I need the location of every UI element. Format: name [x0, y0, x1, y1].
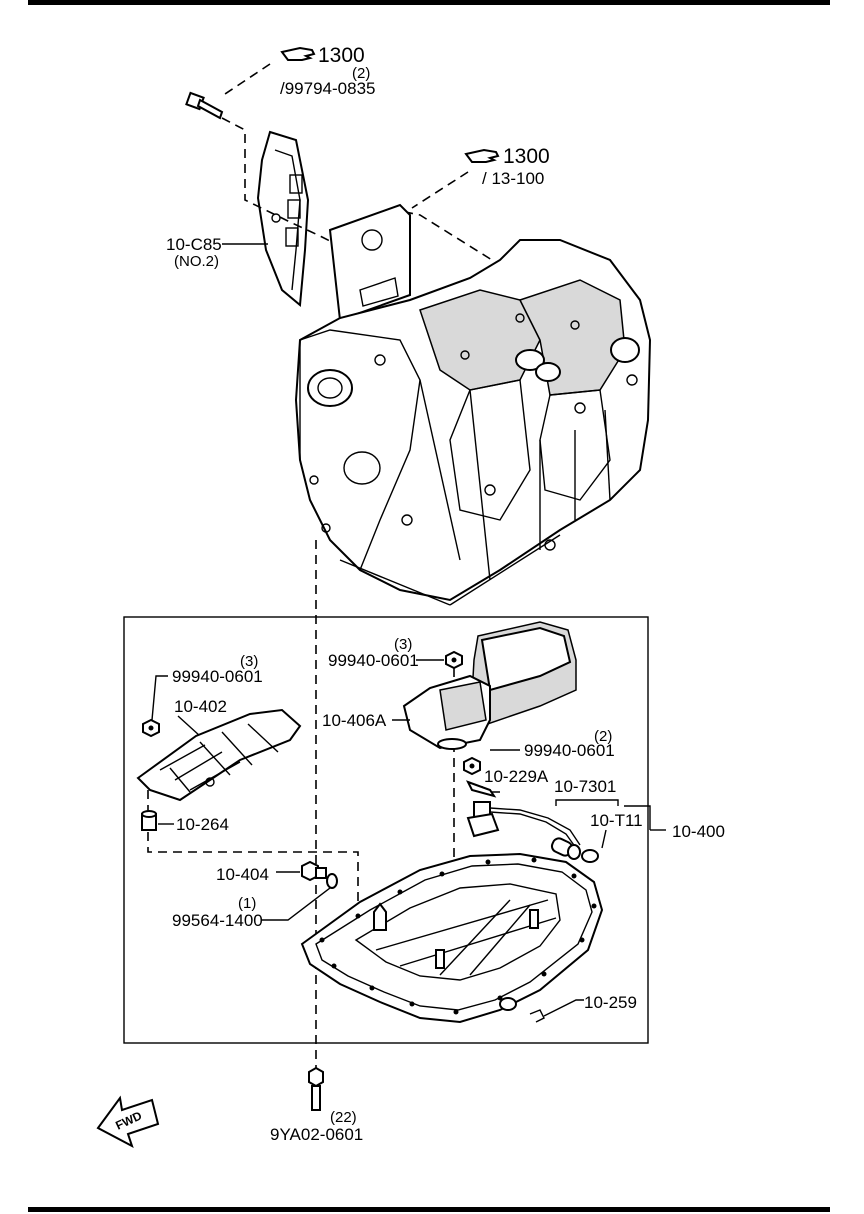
hose-clip	[529, 1009, 545, 1023]
top-border	[28, 0, 830, 5]
label-drain-plug: 10-404	[216, 865, 269, 884]
oil-strainer-cover	[402, 621, 577, 750]
o-ring	[581, 849, 599, 863]
hand-pointer-icon	[280, 46, 316, 61]
hand-pointer-icon	[464, 148, 500, 163]
ref-top-part: /99794-0835	[280, 79, 375, 98]
nut-left	[142, 718, 160, 738]
ref-top-qty: (2)	[352, 65, 370, 82]
oil-pan	[300, 852, 604, 1024]
pan-bolt	[308, 1066, 324, 1111]
ref-callout-mid[interactable]: 1300 / 13-100	[464, 145, 550, 188]
ref-mid-part: / 13-100	[482, 169, 544, 188]
nut-right	[463, 756, 481, 776]
label-cover: 10-C85	[166, 235, 222, 254]
label-nut-mid: 99940-0601	[328, 651, 419, 670]
ref-mid-group: 1300	[503, 145, 550, 168]
label-bolt-qty: (22)	[330, 1109, 357, 1126]
dowel-pin	[141, 810, 157, 831]
label-nut-right-qty: (2)	[594, 728, 612, 745]
baffle-plate	[136, 708, 302, 802]
engine-block	[294, 203, 652, 606]
label-oring: 10-T11	[590, 811, 643, 830]
label-cover-sub: (NO.2)	[174, 253, 219, 270]
sensor-bracket	[465, 780, 497, 798]
nut-mid	[445, 650, 463, 670]
label-washer-qty: (1)	[238, 895, 256, 912]
cover-bolt	[185, 91, 224, 120]
ref-top-group: 1300	[318, 44, 365, 67]
oil-pan-group-frame	[123, 616, 649, 1044]
drain-plug	[301, 860, 327, 882]
label-strainer: 10-406A	[322, 711, 387, 730]
label-oil-pan-group: 10-400	[672, 822, 725, 841]
ref-callout-top[interactable]: 1300 (2) /99794-0835	[280, 44, 375, 98]
label-bracket: 10-229A	[484, 767, 549, 786]
label-washer: 99564-1400	[172, 911, 263, 930]
label-sensor: 10-7301	[554, 777, 616, 796]
label-clip: 10-259	[584, 993, 637, 1012]
label-nut-right: 99940-0601	[524, 741, 615, 760]
label-nut-left-qty: (3)	[240, 653, 258, 670]
oil-level-sensor	[466, 801, 581, 860]
label-nut-mid-qty: (3)	[394, 636, 412, 653]
label-dowel: 10-264	[176, 815, 229, 834]
fwd-arrow-icon: FWD	[96, 1095, 160, 1149]
label-nut-left: 99940-0601	[172, 667, 263, 686]
label-bolt: 9YA02-0601	[270, 1125, 363, 1144]
washer	[326, 873, 338, 889]
label-baffle: 10-402	[174, 697, 227, 716]
bottom-border	[28, 1207, 830, 1212]
